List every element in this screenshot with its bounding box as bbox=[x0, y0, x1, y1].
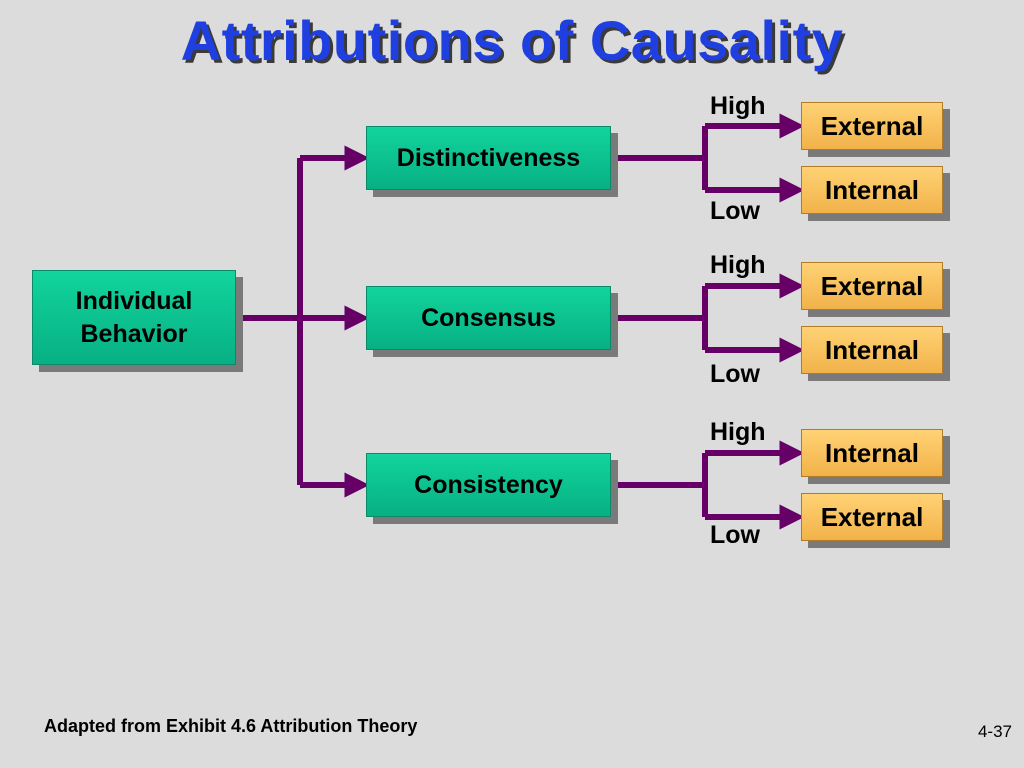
distinctiveness-low-result: Internal bbox=[801, 166, 943, 214]
consensus-high-result: External bbox=[801, 262, 943, 310]
root-label-line2: Behavior bbox=[80, 319, 188, 348]
result-label: External bbox=[820, 501, 924, 532]
page-number: 4-37 bbox=[977, 722, 1012, 741]
source-footnote: Adapted from Exhibit 4.6 Attribution The… bbox=[44, 716, 418, 736]
consensus-high-label: High bbox=[710, 251, 766, 279]
individual-behavior-box: Individual Behavior bbox=[32, 270, 236, 365]
distinctiveness-high-label: High bbox=[710, 92, 766, 120]
consensus-label: Consensus bbox=[421, 303, 556, 332]
consistency-box: Consistency bbox=[366, 453, 611, 517]
consistency-low-label: Low bbox=[710, 521, 760, 549]
distinctiveness-box: Distinctiveness bbox=[366, 126, 611, 190]
distinctiveness-high-result: External bbox=[801, 102, 943, 150]
result-label: Internal bbox=[825, 437, 919, 468]
consistency-label: Consistency bbox=[414, 470, 563, 499]
result-label: External bbox=[820, 270, 924, 301]
consistency-high-result: Internal bbox=[801, 429, 943, 477]
consensus-box: Consensus bbox=[366, 286, 611, 350]
consistency-low-result: External bbox=[801, 493, 943, 541]
result-label: Internal bbox=[825, 174, 919, 205]
page-title: Attributions of Causality bbox=[180, 9, 844, 72]
consensus-low-label: Low bbox=[710, 360, 760, 388]
distinctiveness-low-label: Low bbox=[710, 197, 760, 225]
root-label-line1: Individual bbox=[75, 286, 193, 315]
consensus-low-result: Internal bbox=[801, 326, 943, 374]
result-label: Internal bbox=[825, 334, 919, 365]
result-label: External bbox=[820, 110, 924, 141]
distinctiveness-label: Distinctiveness bbox=[396, 143, 581, 172]
consistency-high-label: High bbox=[710, 418, 766, 446]
